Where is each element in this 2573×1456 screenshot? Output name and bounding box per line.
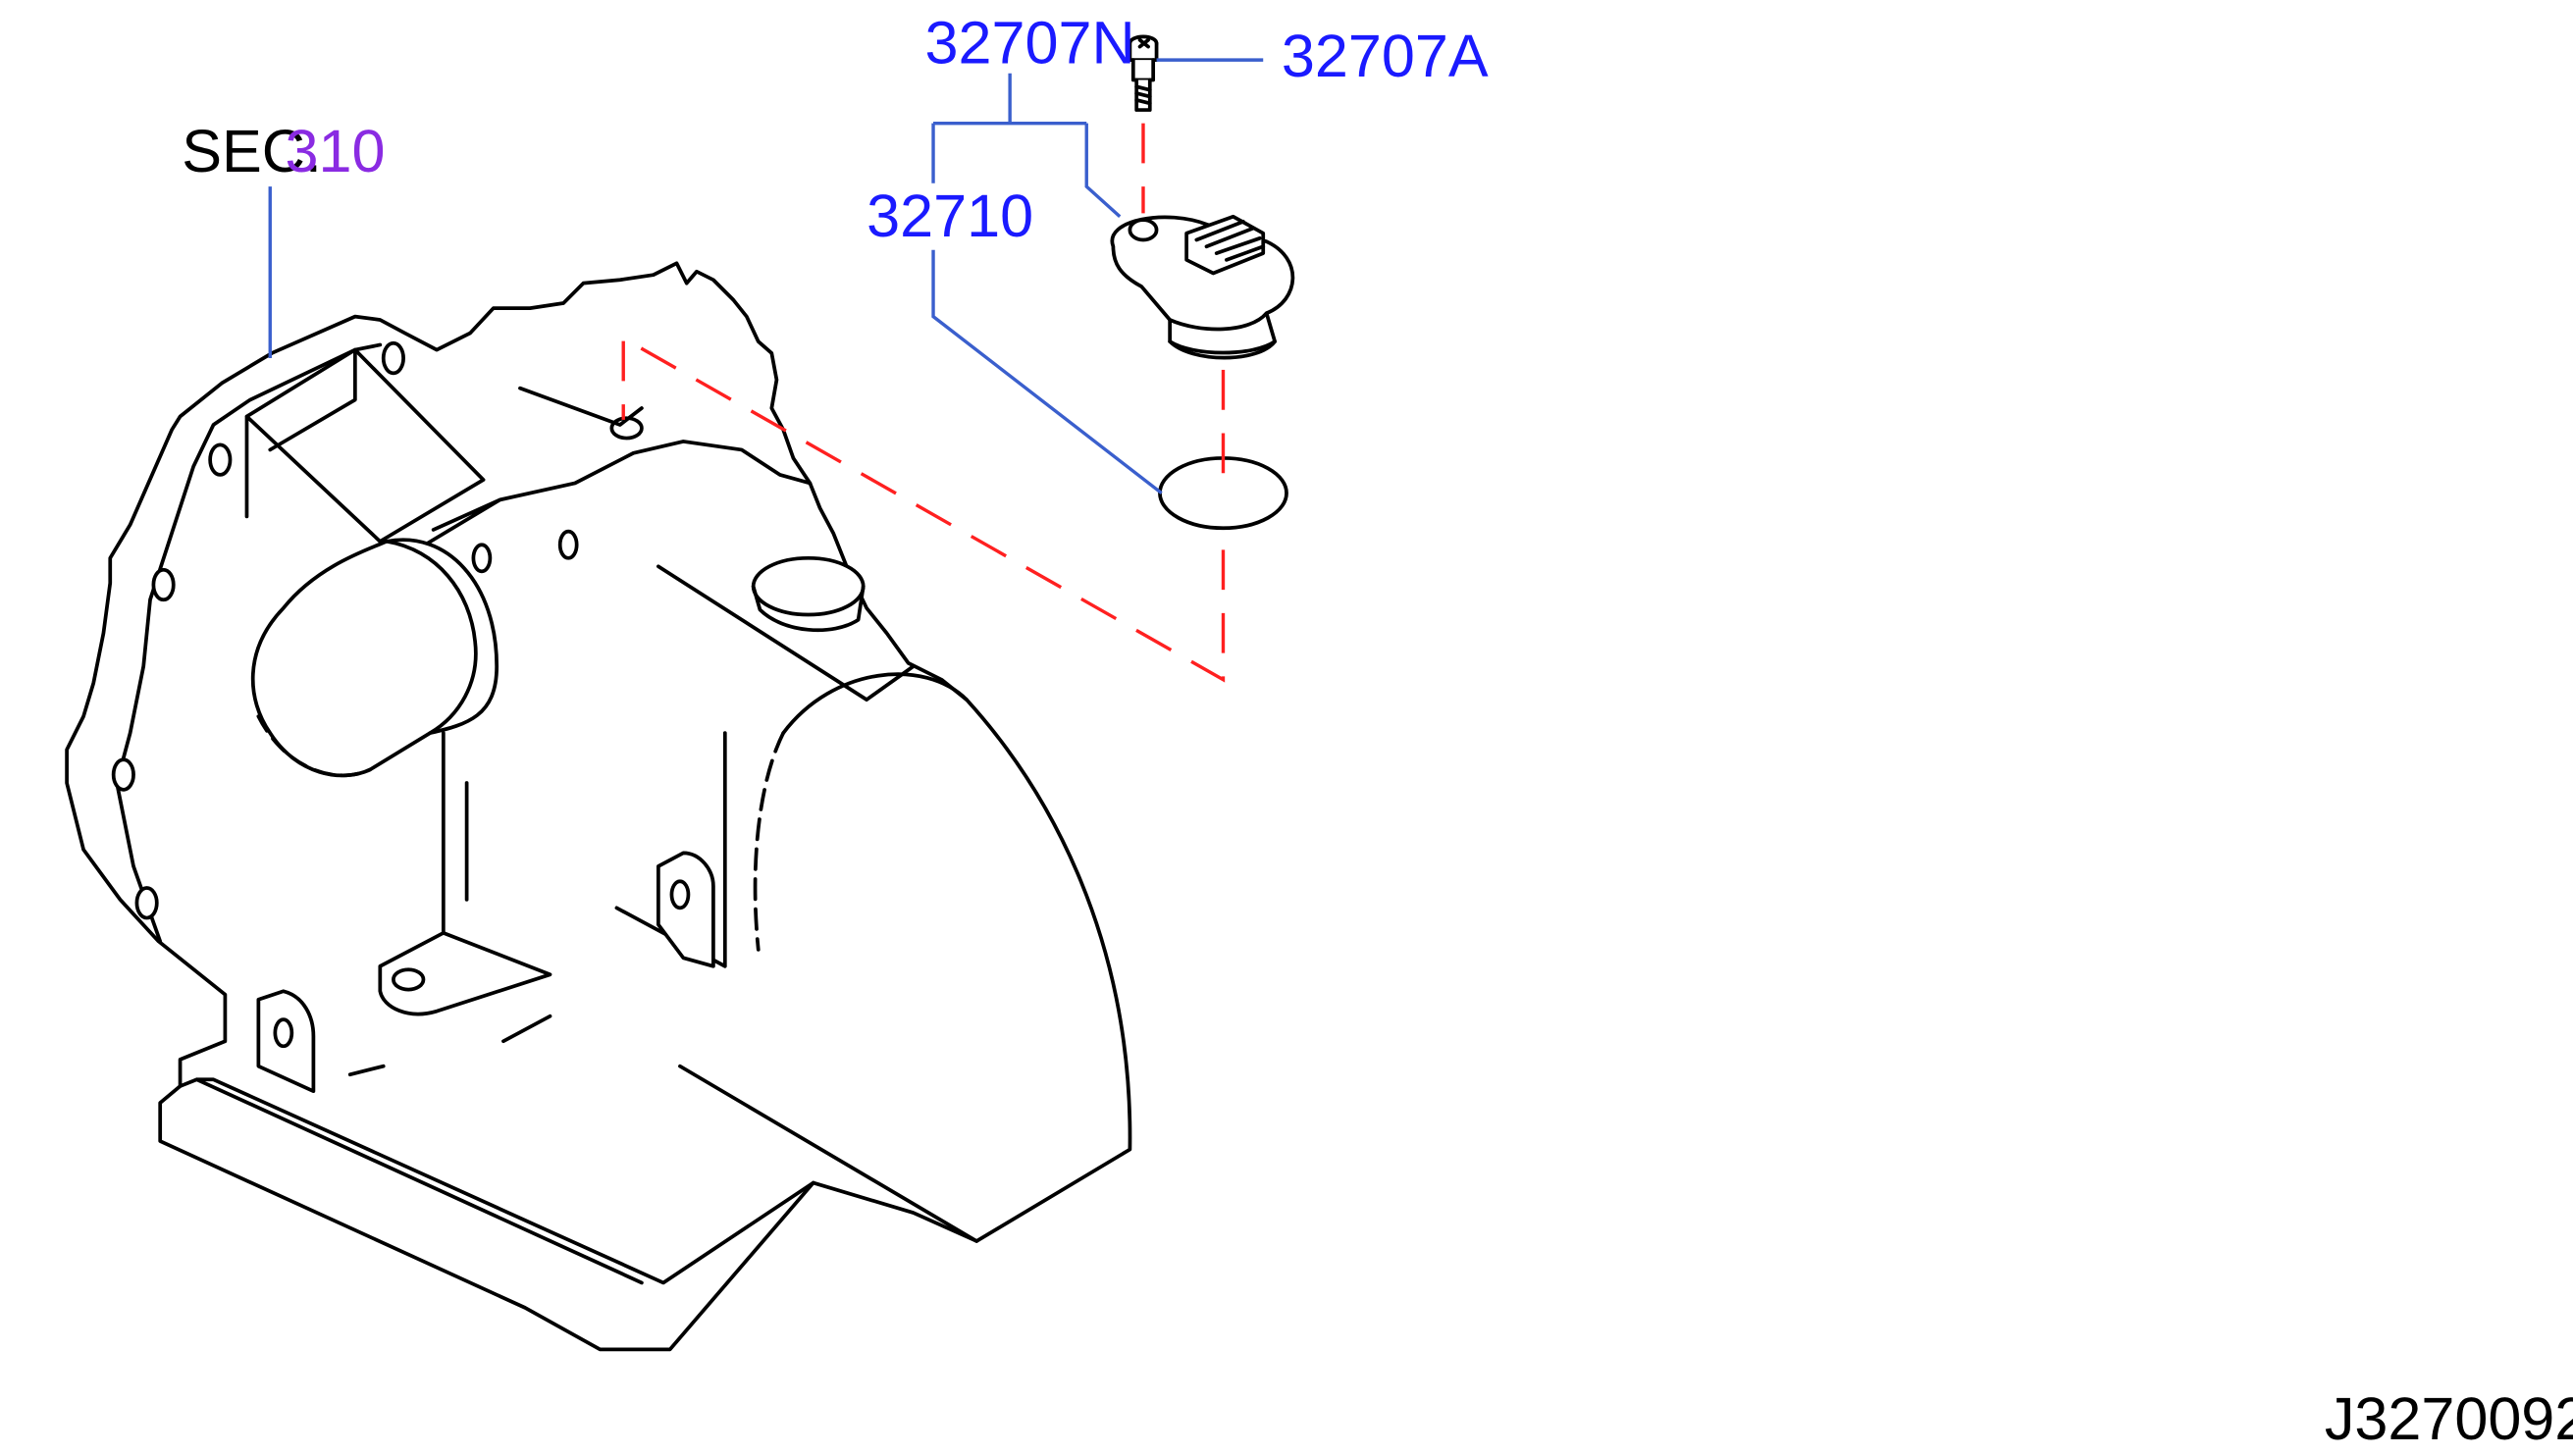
- lower-edge: [347, 1014, 979, 1243]
- bolt-hole: [471, 543, 493, 574]
- case-outline: [65, 261, 1132, 1352]
- bolt-hole: [208, 442, 233, 477]
- assembly-lines: [621, 123, 1226, 683]
- strut: [441, 731, 727, 968]
- rib: [244, 347, 486, 544]
- cylinder-face: [256, 714, 373, 778]
- bolt-hole: [151, 567, 176, 602]
- speed-sensor: [1110, 214, 1295, 360]
- bell-arc-inner: [753, 731, 786, 952]
- oil-pan: [178, 1077, 815, 1285]
- mount-boss: [656, 851, 715, 968]
- top-cap-body: [751, 584, 866, 633]
- output-cylinder: [250, 538, 499, 778]
- leader-lines: [268, 58, 1264, 494]
- sec-number-label[interactable]: 310: [286, 118, 386, 184]
- mount-hole: [669, 879, 691, 910]
- port-dash: [621, 335, 1226, 683]
- bolt-hole: [557, 529, 579, 560]
- upper-ridge: [414, 386, 916, 702]
- bolt-hole: [134, 886, 159, 920]
- flange-inner: [115, 342, 383, 944]
- mount-boss: [378, 930, 552, 1016]
- sensor-bolt-hole: [1128, 218, 1159, 242]
- mount-hole: [273, 1017, 294, 1049]
- cylinder-edge: [385, 539, 478, 735]
- bolt-hole: [381, 340, 405, 376]
- diagram-id: J3270092: [2325, 1385, 2573, 1452]
- bolt-hole: [111, 757, 135, 792]
- top-cap: [751, 555, 866, 617]
- part-label-32710[interactable]: 32710: [866, 182, 1033, 249]
- sensor-bolt: [1128, 34, 1159, 112]
- transmission-case: [65, 261, 1132, 1352]
- mount-hole: [392, 967, 426, 992]
- leader-32707N: [931, 73, 1122, 218]
- bell-arc-outer: [781, 672, 969, 735]
- part-label-32707A[interactable]: 32707A: [1282, 23, 1489, 89]
- leader-32710: [931, 249, 1163, 494]
- part-label-32707N[interactable]: 32707N: [925, 10, 1135, 77]
- sec-prefix-label: SEC.: [182, 118, 322, 184]
